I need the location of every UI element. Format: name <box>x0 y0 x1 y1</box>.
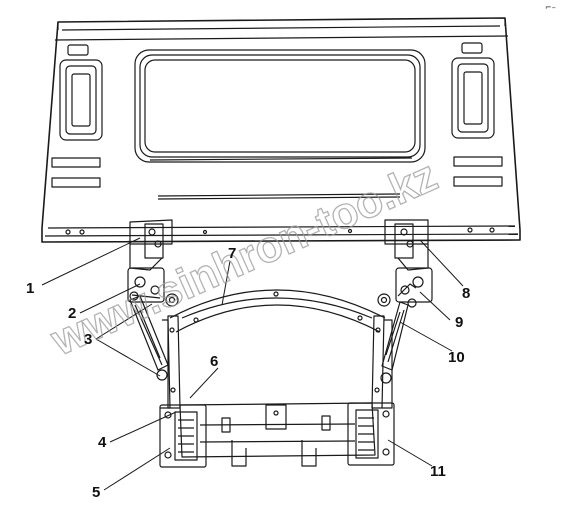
part-label-7: 7 <box>228 245 236 262</box>
part-label-6: 6 <box>210 353 218 370</box>
part-label-2: 2 <box>68 305 76 322</box>
cab-rear-panel <box>41 17 521 243</box>
rear-window <box>134 49 426 163</box>
right-panel-features <box>451 42 503 187</box>
right-vertical-support <box>371 315 393 409</box>
right-lock-mechanism <box>377 267 433 307</box>
right-mount-block <box>347 402 395 466</box>
part-label-8: 8 <box>462 285 470 302</box>
left-vertical-support <box>160 315 181 409</box>
right-spring-strut <box>380 298 417 384</box>
part-label-1: 1 <box>26 280 34 297</box>
part-label-11: 11 <box>430 463 446 480</box>
left-hinge-bracket <box>129 219 173 271</box>
cross-beam <box>169 289 386 333</box>
left-panel-features <box>51 44 103 188</box>
part-labels: 1 2 3 4 5 6 7 8 9 10 11 <box>26 245 470 501</box>
corner-mark: ⌐– <box>545 3 556 12</box>
leader-lines <box>41 237 464 491</box>
part-label-4: 4 <box>98 434 107 451</box>
lower-frame <box>179 402 376 467</box>
panel-trim <box>65 193 495 235</box>
watermark-text: www.sinhron-too.kz <box>43 151 444 366</box>
right-hinge-bracket <box>384 219 429 271</box>
left-mount-block <box>159 404 207 468</box>
left-lock-mechanism <box>127 267 179 307</box>
part-label-9: 9 <box>455 314 463 331</box>
part-label-3: 3 <box>84 331 92 348</box>
part-label-5: 5 <box>92 484 100 501</box>
part-label-10: 10 <box>448 349 465 366</box>
